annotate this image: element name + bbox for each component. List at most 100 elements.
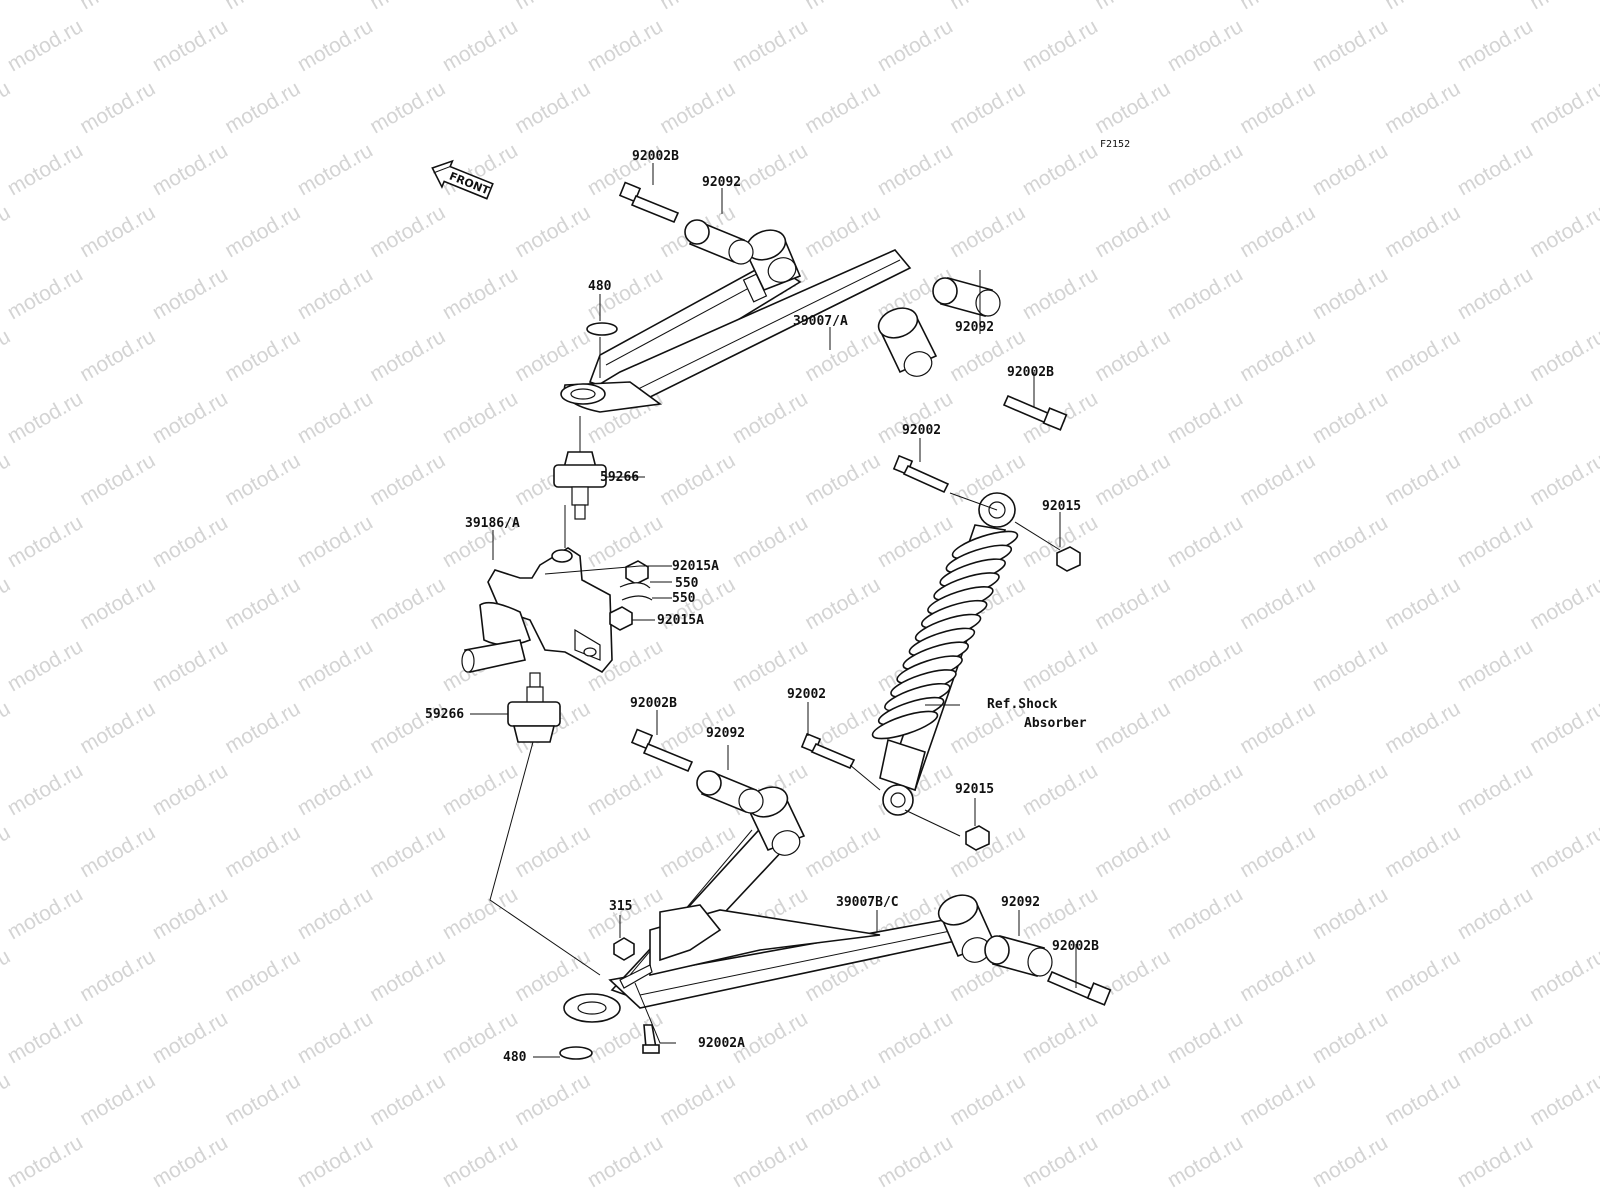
watermark-text: motod.ru bbox=[656, 77, 739, 138]
nut-knuckle-upper bbox=[625, 560, 649, 585]
watermark-text: motod.ru bbox=[0, 945, 14, 1006]
spring-coil bbox=[871, 710, 939, 740]
nut-lower-arm bbox=[613, 937, 635, 961]
watermark-text: motod.ru bbox=[946, 0, 1029, 14]
watermark-text: motod.ru bbox=[1526, 77, 1600, 138]
watermark-text: motod.ru bbox=[221, 201, 304, 262]
label-collar-lower-left: 92092 bbox=[706, 726, 745, 741]
watermark-text: motod.ru bbox=[0, 325, 14, 386]
watermark-text: motod.ru bbox=[1091, 821, 1174, 882]
watermark-text: motod.ru bbox=[76, 201, 159, 262]
watermark-text: motod.ru bbox=[294, 511, 377, 572]
steering-knuckle bbox=[461, 547, 613, 674]
watermark-text: motod.ru bbox=[221, 1069, 304, 1130]
watermark-text: motod.ru bbox=[294, 15, 377, 76]
watermark-text: motod.ru bbox=[801, 573, 884, 634]
label-ball-joint-lower: 59266 bbox=[425, 707, 464, 722]
watermark-text: motod.ru bbox=[149, 883, 232, 944]
watermark-text: motod.ru bbox=[4, 759, 87, 820]
watermark-text: motod.ru bbox=[1019, 1007, 1102, 1068]
watermark-text: motod.ru bbox=[149, 759, 232, 820]
watermark-text: motod.ru bbox=[1526, 325, 1600, 386]
watermark-text: motod.ru bbox=[221, 697, 304, 758]
bolt-lower-left bbox=[630, 728, 694, 773]
watermark-text: motod.ru bbox=[4, 635, 87, 696]
label-bolt-lower-left: 92002B bbox=[630, 696, 677, 711]
watermark-text: motod.ru bbox=[1309, 635, 1392, 696]
upper-arm-pivot-rear bbox=[744, 229, 802, 292]
watermark-text: motod.ru bbox=[1091, 449, 1174, 510]
watermark-text: motod.ru bbox=[149, 387, 232, 448]
nut-knuckle-lower bbox=[609, 606, 633, 631]
watermark-text: motod.ru bbox=[1236, 77, 1319, 138]
watermark-text: motod.ru bbox=[874, 511, 957, 572]
watermark-text: motod.ru bbox=[1164, 15, 1247, 76]
watermark-text: motod.ru bbox=[149, 1007, 232, 1068]
watermark-text: motod.ru bbox=[1526, 821, 1600, 882]
watermark-text: motod.ru bbox=[584, 511, 667, 572]
bolt-shock-upper bbox=[892, 454, 950, 494]
watermark-text: motod.ru bbox=[729, 511, 812, 572]
watermark-text: motod.ru bbox=[1164, 139, 1247, 200]
watermark-text: motod.ru bbox=[1309, 1131, 1392, 1192]
watermark-text: motod.ru bbox=[1019, 759, 1102, 820]
watermark-text: motod.ru bbox=[1164, 511, 1247, 572]
watermark-text: motod.ru bbox=[4, 883, 87, 944]
watermark-text: motod.ru bbox=[1019, 635, 1102, 696]
watermark-text: motod.ru bbox=[1019, 883, 1102, 944]
watermark-text: motod.ru bbox=[76, 697, 159, 758]
figure-code: F2152 bbox=[1100, 139, 1130, 150]
label-circlip-lower: 480 bbox=[503, 1050, 527, 1065]
watermark-text: motod.ru bbox=[1381, 449, 1464, 510]
watermark-text: motod.ru bbox=[439, 759, 522, 820]
watermark-text: motod.ru bbox=[656, 1069, 739, 1130]
watermark-text: motod.ru bbox=[1091, 697, 1174, 758]
watermark-text: motod.ru bbox=[1309, 1007, 1392, 1068]
watermark-text: motod.ru bbox=[801, 77, 884, 138]
watermark-text: motod.ru bbox=[0, 573, 14, 634]
watermark-text: motod.ru bbox=[1454, 15, 1537, 76]
label-ball-joint-upper: 59266 bbox=[600, 470, 639, 485]
watermark-text: motod.ru bbox=[149, 511, 232, 572]
watermark-text: motod.ru bbox=[1091, 325, 1174, 386]
collar-lower-left bbox=[696, 770, 764, 814]
watermark-text: motod.ru bbox=[439, 263, 522, 324]
label-collar-upper-left: 92092 bbox=[702, 175, 741, 190]
bolt-lower-right bbox=[1046, 970, 1112, 1006]
watermark-text: motod.ru bbox=[0, 697, 14, 758]
label-nut-knuckle-lower: 92015A bbox=[657, 613, 704, 628]
watermark-text: motod.ru bbox=[366, 325, 449, 386]
watermark-text: motod.ru bbox=[1526, 201, 1600, 262]
leader-lines bbox=[470, 163, 1077, 1058]
watermark-text: motod.ru bbox=[76, 821, 159, 882]
ball-joint-upper bbox=[553, 451, 607, 520]
watermark-text: motod.ru bbox=[511, 201, 594, 262]
watermark-text: motod.ru bbox=[294, 883, 377, 944]
watermark-text: motod.ru bbox=[221, 0, 304, 14]
label-circlip-upper: 480 bbox=[588, 279, 612, 294]
watermark-text: motod.ru bbox=[1454, 263, 1537, 324]
circlip-lower bbox=[559, 1046, 593, 1060]
watermark-text: motod.ru bbox=[511, 0, 594, 14]
watermark-text: motod.ru bbox=[946, 1069, 1029, 1130]
watermark-text: motod.ru bbox=[584, 15, 667, 76]
watermark-text: motod.ru bbox=[1526, 0, 1600, 14]
watermark-text: motod.ru bbox=[4, 15, 87, 76]
watermark-text: motod.ru bbox=[439, 387, 522, 448]
label-shock-ref-line1: Ref.Shock bbox=[987, 697, 1058, 712]
label-nut-lower-arm: 315 bbox=[609, 899, 632, 914]
label-collar-upper-right: 92092 bbox=[955, 320, 994, 335]
watermark-text: motod.ru bbox=[1309, 511, 1392, 572]
watermark-text: motod.ru bbox=[801, 325, 884, 386]
watermark-text: motod.ru bbox=[801, 1069, 884, 1130]
watermark-text: motod.ru bbox=[1309, 759, 1392, 820]
watermark-text: motod.ru bbox=[0, 821, 14, 882]
watermark-text: motod.ru bbox=[76, 1069, 159, 1130]
label-nut-shock-upper: 92015 bbox=[1042, 499, 1081, 514]
watermark-text: motod.ru bbox=[294, 263, 377, 324]
watermark-text: motod.ru bbox=[1236, 697, 1319, 758]
watermark-text: motod.ru bbox=[149, 635, 232, 696]
watermark-text: motod.ru bbox=[1381, 573, 1464, 634]
